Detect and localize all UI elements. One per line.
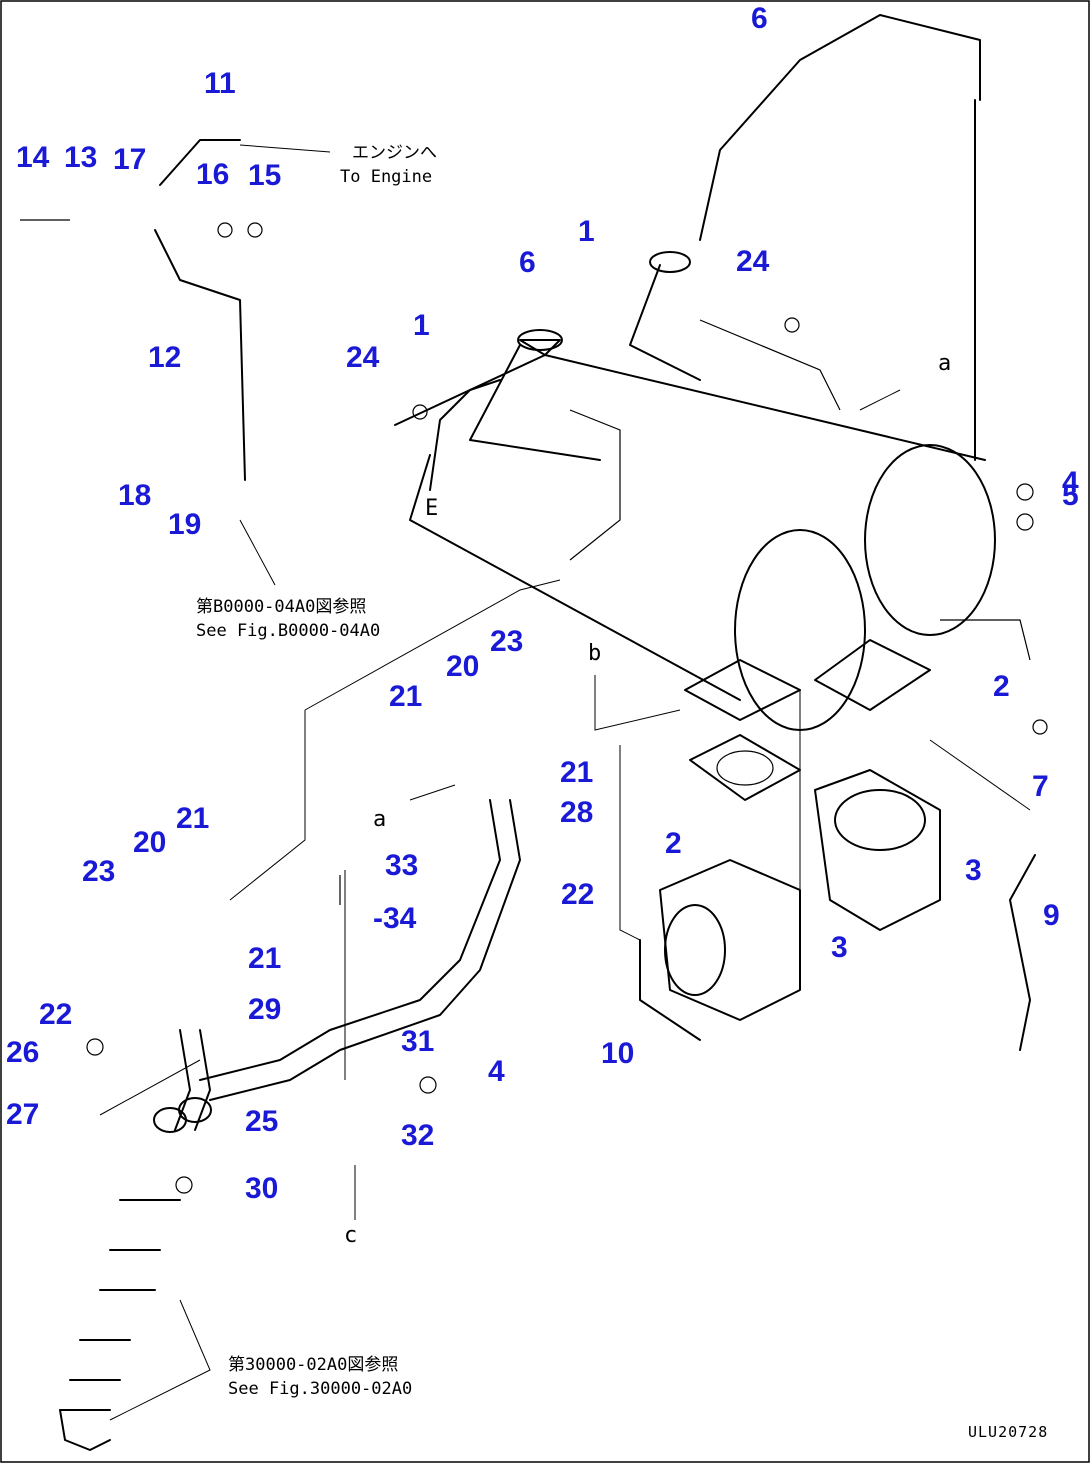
marker-e: E — [425, 496, 438, 521]
gasket-2 — [689, 734, 801, 801]
marker-c: c — [344, 1223, 357, 1248]
callout-label: 22 — [39, 998, 72, 1031]
callout-label: 9 — [1043, 899, 1060, 932]
callout-label: 21 — [560, 756, 593, 789]
callout-label: 3 — [831, 931, 848, 964]
pipe-6 — [429, 14, 981, 491]
muffler-assembly — [394, 251, 1031, 731]
callout-label: -34 — [373, 902, 417, 935]
callout-label: 24 — [346, 341, 380, 374]
callout-label: 26 — [6, 1036, 39, 1069]
callout-label: 20 — [446, 650, 479, 683]
callout-label: 18 — [118, 479, 151, 512]
marker-b: b — [588, 641, 601, 666]
note-to-engine-jp: エンジンへ — [352, 143, 437, 163]
callout-label: 22 — [561, 878, 594, 911]
note-to-engine-en: To Engine — [340, 167, 432, 187]
callout-label-5: 5 — [1062, 479, 1079, 512]
note-see-fig-b-jp: 第B0000-04A0図参照 — [196, 597, 366, 617]
marker-a-left: a — [373, 807, 386, 832]
callout-label: 28 — [560, 796, 593, 829]
callout-label: 21 — [176, 802, 209, 835]
callout-label: 1 — [413, 309, 430, 342]
drawing-code: ULU20728 — [968, 1423, 1048, 1441]
callout-label: 10 — [601, 1037, 634, 1070]
callout-labels: 1 1 2 2 3 3 4 4 5 5 6 6 7 9 10 11 12 13 … — [6, 2, 1079, 1205]
callout-label: 7 — [1032, 770, 1049, 803]
callout-label: 13 — [64, 141, 97, 174]
note-see-fig-b-en: See Fig.B0000-04A0 — [196, 621, 380, 641]
fasteners — [20, 219, 1048, 1194]
note-see-fig-30-jp: 第30000-02A0図参照 — [228, 1355, 398, 1375]
callout-label: 21 — [389, 680, 422, 713]
callout-label: 24 — [736, 245, 770, 278]
callout-label: 33 — [385, 849, 418, 882]
note-see-fig-30-en: See Fig.30000-02A0 — [228, 1379, 412, 1399]
callout-label: 2 — [665, 827, 682, 860]
callout-label: 32 — [401, 1119, 434, 1152]
callout-label: 27 — [6, 1098, 39, 1131]
callout-label: 2 — [993, 670, 1010, 703]
callout-label: 19 — [168, 508, 201, 541]
callout-label: 12 — [148, 341, 181, 374]
callout-label: 6 — [519, 246, 536, 279]
callout-label: 21 — [248, 942, 281, 975]
marker-a-right: a — [938, 351, 951, 376]
callout-label: 14 — [16, 141, 50, 174]
exhaust-elbow-right — [814, 769, 941, 931]
pipe-11-12 — [154, 139, 246, 481]
callout-label: 3 — [965, 854, 982, 887]
pipe-9 — [1009, 854, 1036, 1051]
callout-label: 6 — [751, 2, 768, 35]
callout-label: 4 — [488, 1055, 505, 1088]
callout-label: 15 — [248, 159, 281, 192]
callout-label: 31 — [401, 1025, 434, 1058]
callout-label: 1 — [578, 215, 595, 248]
callout-label: 16 — [196, 158, 229, 191]
exhaust-elbow-10 — [639, 859, 801, 1041]
callout-label: 25 — [245, 1105, 278, 1138]
callout-label: 4 — [1062, 466, 1079, 499]
callout-label: 30 — [245, 1172, 278, 1205]
tail-pipe-assembly — [59, 799, 521, 1451]
callout-label: 23 — [82, 855, 115, 888]
callout-label: 29 — [248, 993, 281, 1026]
callout-label: 20 — [133, 826, 166, 859]
callout-label: 11 — [204, 67, 236, 100]
callout-label: 23 — [490, 625, 523, 658]
leader-lines — [99, 144, 1031, 1421]
callout-label: 17 — [113, 143, 146, 176]
